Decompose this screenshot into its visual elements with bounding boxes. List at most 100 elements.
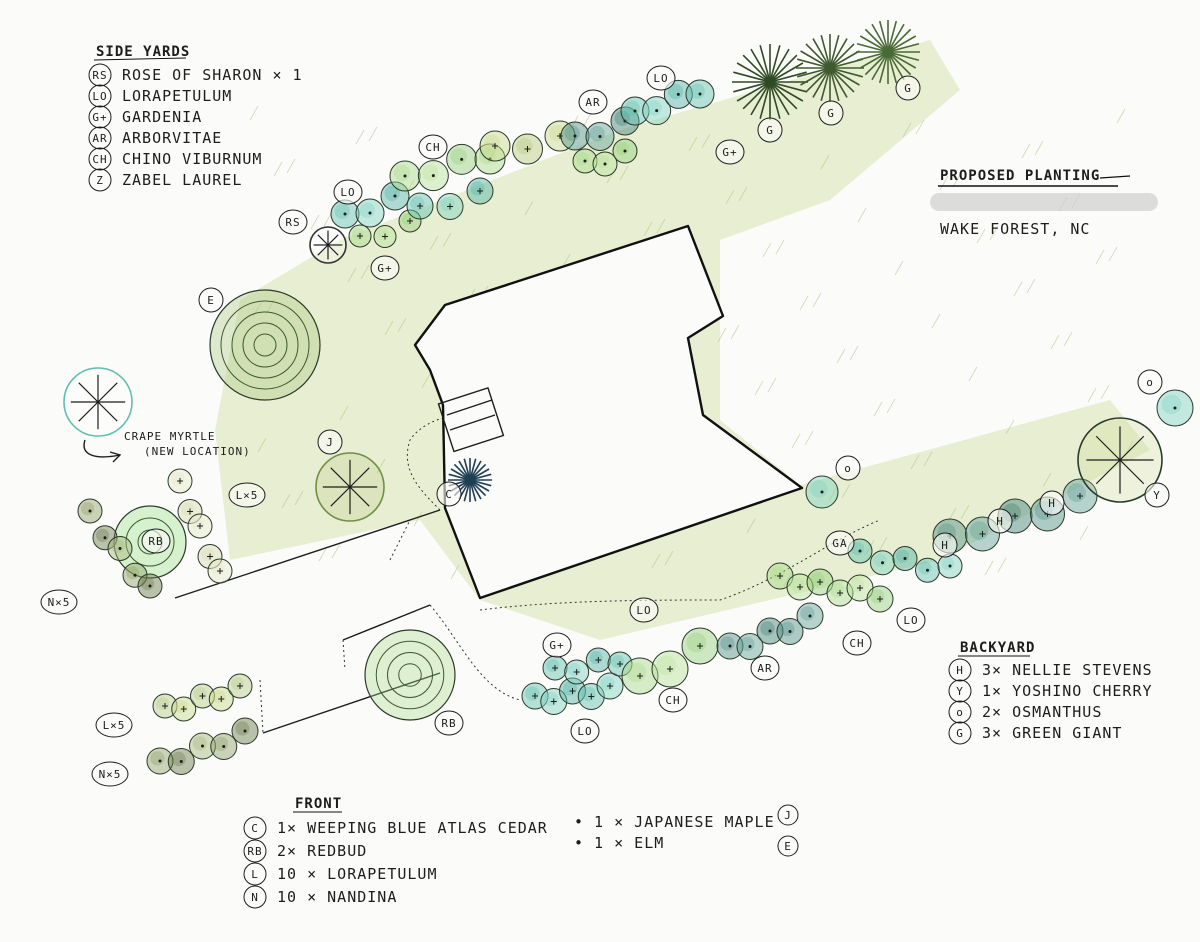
viburnum-shrub	[417, 160, 449, 192]
plant-label-gp-top: G+	[715, 139, 745, 165]
yoshino-cherry-tree	[1077, 417, 1163, 503]
lorapetulum-shrub	[187, 513, 213, 539]
plant-label-n5-top: N×5	[40, 589, 78, 615]
nandina-shrub	[146, 747, 174, 775]
legend-code: N	[251, 891, 259, 904]
nandina-shrub	[167, 748, 195, 775]
lorapetulum-shrub	[197, 544, 223, 569]
plant-label-text: H	[1048, 497, 1056, 510]
legend-label: GARDENIA	[122, 108, 202, 126]
plant-label-lo-mid: LO	[629, 597, 659, 623]
gardenia-shrub	[592, 151, 618, 177]
legend-label: 3× NELLIE STEVENS	[982, 661, 1153, 679]
plant-label-text: AR	[757, 662, 772, 675]
plant-label-g2: G	[818, 100, 844, 126]
title-location: WAKE FOREST, NC	[940, 220, 1090, 238]
lorapetulum-shrub	[620, 96, 650, 126]
legend-row: RB 2× REDBUD	[243, 839, 367, 863]
plant-label-lo-left: LO	[333, 179, 363, 205]
plant-label-lo-bottom: LO	[570, 718, 600, 744]
osmanthus-shrub	[805, 475, 839, 509]
plant-label-text: G+	[722, 146, 737, 159]
plant-label-text: G+	[377, 262, 392, 275]
legend-row: G+ GARDENIA	[88, 105, 202, 129]
viburnum-shrub	[651, 650, 689, 688]
legend-code: CH	[92, 153, 107, 166]
gaybrook-shrub	[866, 585, 894, 613]
gaybrook-shrub	[806, 568, 834, 596]
lorapetulum-shrub	[406, 192, 434, 220]
legend-code: L	[251, 868, 259, 881]
plant-label-y: Y	[1144, 482, 1170, 508]
plant-label-text: LO	[340, 186, 355, 199]
legend-code: E	[784, 840, 792, 853]
legend-label: 2× OSMANTHUS	[982, 703, 1102, 721]
legend-code: RB	[247, 845, 262, 858]
gaybrook-shrub	[786, 573, 814, 601]
lorapetulum-shrub	[177, 499, 203, 524]
plant-label-h3: H	[1039, 490, 1065, 516]
gardenia-shrub	[373, 225, 397, 248]
nandina-shrub	[137, 573, 163, 599]
crape-myrtle-note: (NEW LOCATION)	[144, 445, 251, 458]
legend-label: • 1 × ELM	[574, 834, 664, 852]
gaybrook-shrub	[826, 579, 854, 607]
nandina-shrub	[77, 498, 103, 524]
plant-label-text: RB	[148, 535, 163, 548]
lorapetulum-shrub	[596, 672, 624, 700]
plant-label-text: AR	[585, 96, 600, 109]
lorapetulum-shrub	[436, 193, 464, 220]
plant-label-text: J	[326, 436, 334, 449]
gaybrook-shrub	[846, 574, 874, 602]
plant-label-rs: RS	[278, 209, 308, 235]
nandina-shrub	[107, 536, 133, 561]
plant-label-text: L×5	[103, 719, 126, 732]
redacted-address	[930, 193, 1158, 211]
arborvitae-shrub	[585, 122, 615, 151]
legend-label: ARBORVITAE	[122, 129, 222, 147]
lorapetulum-shrub	[937, 553, 963, 579]
plant-label-text: L×5	[236, 489, 259, 502]
plant-label-g3: G	[895, 75, 921, 101]
viburnum-shrub	[446, 143, 478, 175]
lorapetulum-shrub	[685, 79, 715, 109]
legend-label: 3× GREEN GIANT	[982, 724, 1122, 742]
legend-label: 1× YOSHINO CHERRY	[982, 682, 1153, 700]
plant-label-text: CH	[425, 141, 440, 154]
plant-label-text: N×5	[48, 596, 71, 609]
legend-code: G+	[92, 111, 107, 124]
plant-label-text: GA	[832, 537, 847, 550]
green-giant-tree	[732, 44, 808, 120]
plant-label-text: CH	[849, 637, 864, 650]
lorapetulum-shrub	[559, 677, 586, 705]
arborvitae-shrub	[756, 617, 784, 645]
elm-tree	[209, 289, 321, 401]
plant-label-ga: GA	[825, 530, 855, 556]
legend-label: CHINO VIBURNUM	[122, 150, 262, 168]
arborvitae-shrub	[776, 618, 804, 645]
lorapetulum-shrub	[642, 96, 672, 126]
plant-label-text: G	[827, 107, 835, 120]
plant-label-o-mid: o	[835, 455, 861, 481]
green-giant-tree	[796, 34, 864, 102]
legend-label: 2× REDBUD	[277, 842, 367, 860]
rose-of-sharon-tree	[309, 226, 347, 264]
plant-label-text: G	[766, 124, 774, 137]
legend-row: N 10 × NANDINA	[243, 885, 397, 909]
plant-label-h2: H	[987, 508, 1013, 534]
lorapetulum-shrub	[355, 198, 385, 228]
gardenia-shrub	[612, 138, 638, 164]
plant-label-l5-bottom: L×5	[95, 712, 133, 738]
viburnum-shrub	[621, 657, 659, 695]
osmanthus-shrub	[1156, 389, 1194, 427]
legend-label: 10 × NANDINA	[277, 888, 397, 906]
plant-label-text: H	[941, 539, 949, 552]
legend-label: • 1 × JAPANESE MAPLE	[574, 813, 775, 831]
